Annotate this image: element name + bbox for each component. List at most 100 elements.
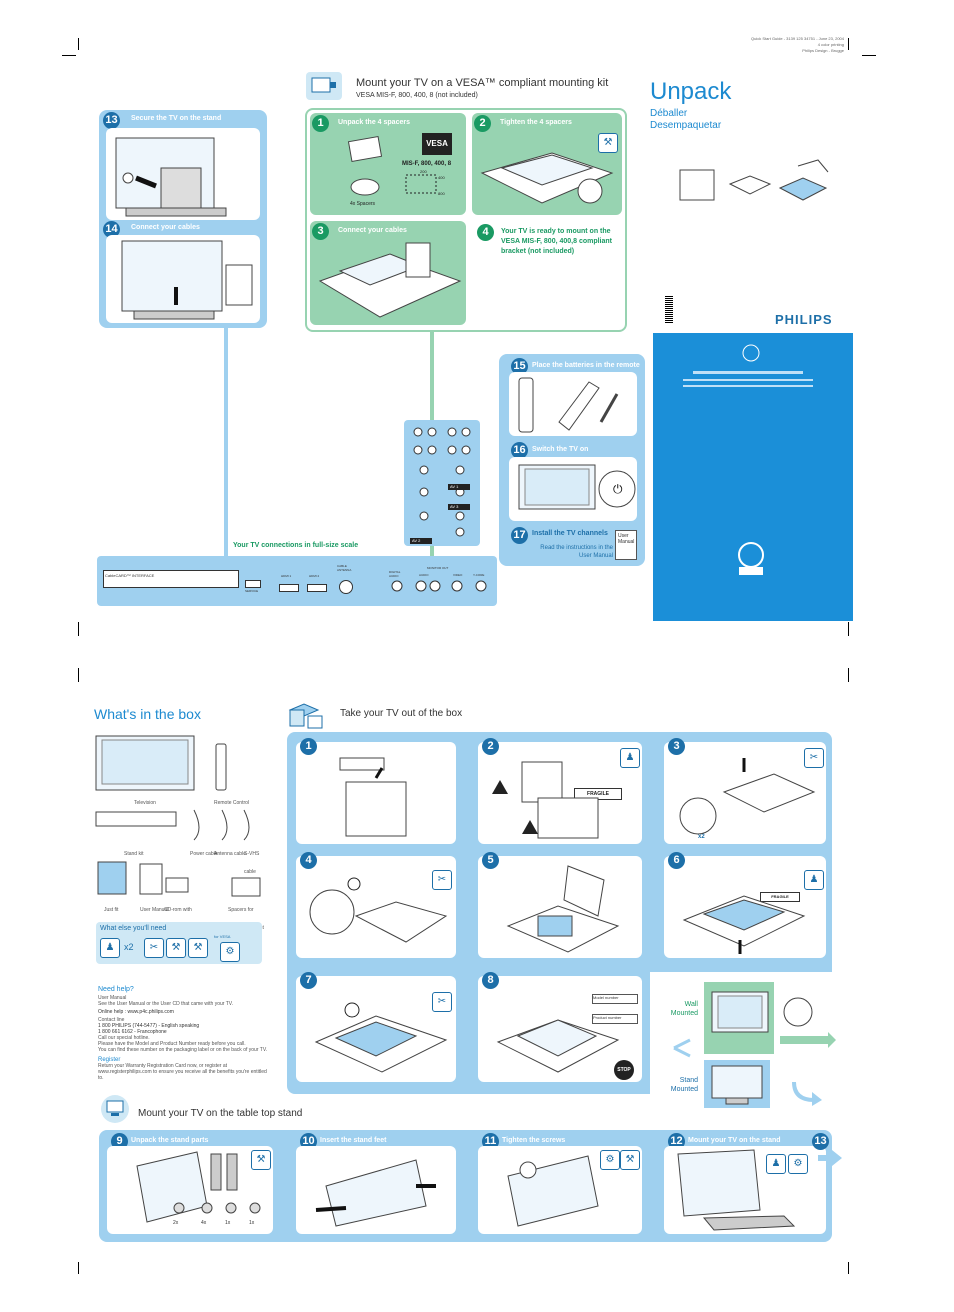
next-step-13: 13 xyxy=(812,1133,829,1150)
part-count: 2x xyxy=(173,1220,178,1226)
step-12-title: Mount your TV on the stand xyxy=(688,1137,781,1144)
item-label: Antenna cable xyxy=(214,842,246,860)
item-label: Television xyxy=(134,791,156,809)
vesa-step-4-number: 4 xyxy=(477,224,494,241)
part-count: 4x xyxy=(201,1220,206,1226)
print-meta: Quick Start Guide - 3139 125 34751 - Jun… xyxy=(751,36,844,54)
crop-mark xyxy=(78,622,79,636)
takeout-title: Take your TV out of the box xyxy=(340,708,462,719)
philips-logo: PHILIPS xyxy=(775,312,833,327)
crop-mark xyxy=(848,668,849,682)
unpack-subtitle-fr: Déballer xyxy=(650,108,687,119)
cover-panel xyxy=(653,333,853,621)
connections-title: Your TV connections in full-size scale xyxy=(233,542,358,549)
crop-mark xyxy=(862,55,876,56)
unpack-title: Unpack xyxy=(650,78,731,106)
av-label: AV 3 xyxy=(450,504,458,509)
step-17-title: Install the TV channels xyxy=(532,530,608,537)
stand-mounted-label: Stand Mounted xyxy=(660,1076,698,1094)
setup-steps-panel: 15 Place the batteries in the remote 16 … xyxy=(499,354,645,566)
vesa-step-1: 1 Unpack the 4 spacers VESA MIS-F, 800, … xyxy=(310,113,466,215)
takeout-step-5: 5 xyxy=(478,856,642,958)
vesa-subtitle: VESA MIS-F, 800, 400, 8 (not included) xyxy=(356,92,478,99)
crop-mark xyxy=(848,622,849,636)
takeout-step-8: 8 Model number Product number STOP xyxy=(478,976,642,1082)
step-14-title: Connect your cables xyxy=(131,224,200,231)
step-10-title: Insert the stand feet xyxy=(320,1137,387,1144)
need-title: What else you'll need xyxy=(100,925,166,932)
part-count: 1x xyxy=(249,1220,254,1226)
step-11-illustration: ⚙ ⚒ xyxy=(478,1146,642,1234)
user-manual-thumbnail: User Manual xyxy=(615,530,637,560)
vesa-icon xyxy=(306,72,342,100)
need-note: for VESA xyxy=(214,934,230,939)
vesa-title: Mount your TV on a VESA™ compliant mount… xyxy=(356,77,608,89)
unpack-subtitle-es: Desempaquetar xyxy=(650,120,721,131)
vesa-step-4: 4 Your TV is ready to mount on the VESA … xyxy=(477,224,617,284)
wrench-icon: ⚙ xyxy=(220,942,240,962)
vesa-step-4-title: Your TV is ready to mount on the VESA MI… xyxy=(501,227,617,257)
item-label: S-VHS cable xyxy=(244,842,266,878)
crop-mark xyxy=(78,38,79,50)
vesa-panel: 1 Unpack the 4 spacers VESA MIS-F, 800, … xyxy=(305,108,627,332)
takeout-step-3: 3 ✂ x2 xyxy=(664,742,826,844)
connector-line xyxy=(224,326,228,556)
help-line: You can find these number on the packagi… xyxy=(98,1047,268,1053)
item-label: Remote Control xyxy=(214,791,249,809)
step-15-illustration xyxy=(509,372,637,436)
unpack-boxes-illustration xyxy=(678,158,838,208)
need-panel: What else you'll need for VESA ♟ x2 ✂ ⚒ … xyxy=(96,922,262,964)
step-12-illustration: ♟ ⚙ xyxy=(664,1146,826,1234)
help-section: Need help? User Manual See the User Manu… xyxy=(98,986,268,1081)
register-text: Return your Warranty Registration Card n… xyxy=(98,1063,268,1081)
stand-mount-bg xyxy=(704,1060,770,1108)
help-url[interactable]: Online help : www.p4c.philips.com xyxy=(98,1009,268,1015)
av-label: AV 2 xyxy=(412,538,420,543)
step-16-title: Switch the TV on xyxy=(532,446,588,453)
step-13-title: Secure the TV on the stand xyxy=(131,115,221,122)
step-13-number: 13 xyxy=(103,112,120,129)
screwdriver-icon: ⚒ xyxy=(188,938,208,958)
crop-mark xyxy=(62,55,76,56)
help-line: See the User Manual or the User CD that … xyxy=(98,1001,268,1007)
av-label: AV 1 xyxy=(450,484,458,489)
crop-mark xyxy=(78,668,79,682)
screwdriver-icon: ⚒ xyxy=(166,938,186,958)
step-15-title: Place the batteries in the remote xyxy=(532,362,640,369)
step-11-title: Tighten the screws xyxy=(502,1137,565,1144)
takeout-step-2: 2 ♟ FRAGILE xyxy=(478,742,642,844)
crop-mark xyxy=(78,1262,79,1274)
stand-title: Mount your TV on the table top stand xyxy=(138,1108,302,1119)
box-title: What's in the box xyxy=(94,706,201,722)
step-17-number: 17 xyxy=(511,527,528,544)
wall-mounted-label: Wall Mounted xyxy=(664,1000,698,1018)
stand-secure-panel: 13 Secure the TV on the stand 14 Connect… xyxy=(99,110,267,328)
takeout-step-1: 1 xyxy=(296,742,456,844)
step-9-illustration: ⚒ 2x 4x 1x 1x xyxy=(107,1146,273,1234)
step-13-illustration xyxy=(106,128,260,220)
step-14-illustration xyxy=(106,235,260,323)
help-title: Need help? xyxy=(98,986,268,993)
barcode xyxy=(665,296,673,324)
takeout-step-4: 4 ✂ xyxy=(296,856,456,958)
scissors-icon: ✂ xyxy=(144,938,164,958)
person-icon: ♟ xyxy=(100,938,120,958)
svg-text:⏻: ⏻ xyxy=(613,482,623,496)
box-icon xyxy=(288,700,324,730)
step-16-illustration: ⏻ xyxy=(509,457,637,521)
takeout-step-7: 7 ✂ xyxy=(296,976,456,1082)
item-label: Just fit xyxy=(104,898,118,916)
crop-mark xyxy=(848,38,849,50)
part-count: 1x xyxy=(225,1220,230,1226)
vesa-step-2: 2 Tighten the 4 spacers ⚒ xyxy=(472,113,622,215)
need-x2: x2 xyxy=(124,942,134,952)
crop-mark xyxy=(848,1262,849,1274)
step-9-title: Unpack the stand parts xyxy=(131,1137,208,1144)
item-label: Stand kit xyxy=(124,842,143,860)
next-arrow xyxy=(818,1150,842,1166)
av-connector-panel: AV 2 AV 1 AV 3 xyxy=(404,420,480,546)
vesa-step-3: 3 Connect your cables xyxy=(310,221,466,325)
stand-icon xyxy=(100,1094,130,1124)
connections-strip: CableCARD™ INTERFACE SERVICE HDMI 1 HDMI… xyxy=(97,556,497,606)
read-instructions-text: Read the instructions in the User Manual xyxy=(539,544,613,560)
